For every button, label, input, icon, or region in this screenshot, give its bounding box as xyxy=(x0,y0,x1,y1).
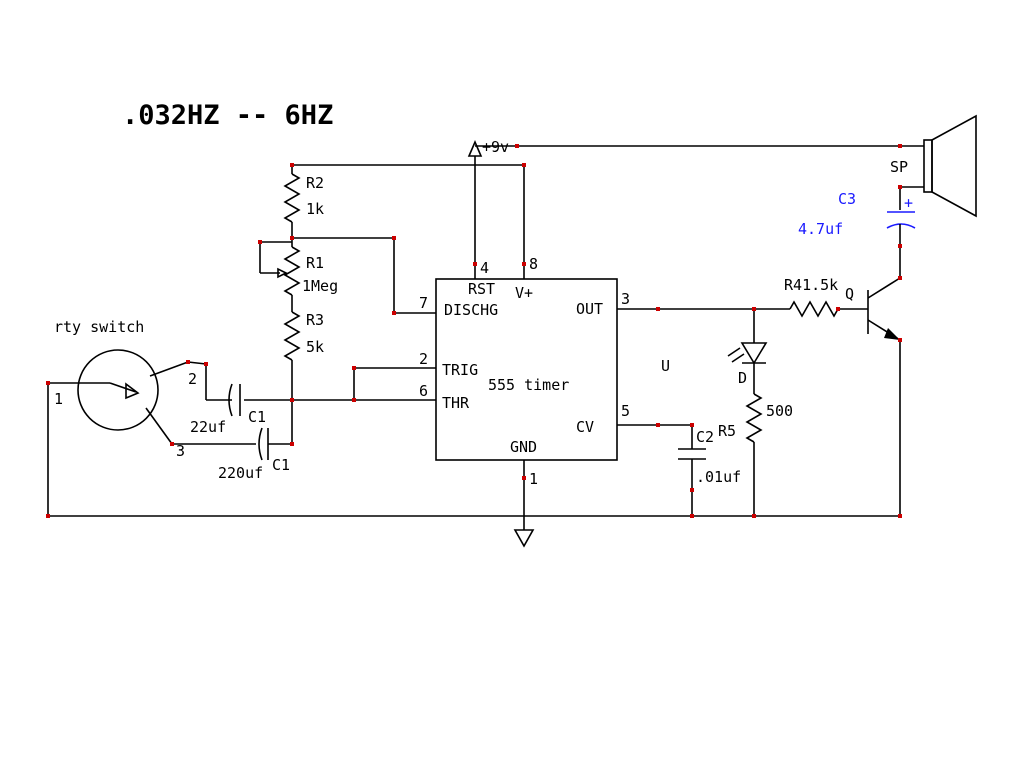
pin-dischg: DISCHG xyxy=(444,301,498,319)
pin-thr: THR xyxy=(442,394,470,412)
capacitor-c1-22uf: 22uf C1 xyxy=(190,364,266,436)
c2-ref: C2 xyxy=(696,428,714,446)
node xyxy=(656,423,660,427)
switch-pin2: 2 xyxy=(188,370,197,388)
resistor-r3: R3 5k xyxy=(283,305,324,444)
node xyxy=(204,362,208,366)
r3-value: 5k xyxy=(306,338,324,356)
ic-555-timer: 4 8 RST V+ 7 DISCHG 2 TRIG 555 timer 6 T… xyxy=(419,255,670,488)
capacitor-c1-220uf: 220uf C1 xyxy=(172,427,292,482)
node xyxy=(752,307,756,311)
node xyxy=(836,307,840,311)
r1-ref: R1 xyxy=(306,254,324,272)
pin5-number: 5 xyxy=(621,402,630,420)
r4-ref: R4 xyxy=(784,276,802,294)
c3-value: 4.7uf xyxy=(798,220,843,238)
node xyxy=(290,236,294,240)
pin6-number: 6 xyxy=(419,382,428,400)
switch-pin1: 1 xyxy=(54,390,63,408)
c2-value: .01uf xyxy=(696,468,741,486)
junction-nodes xyxy=(46,144,902,518)
pin1-number: 1 xyxy=(529,470,538,488)
sp-ref: SP xyxy=(890,158,908,176)
node xyxy=(473,262,477,266)
node xyxy=(522,476,526,480)
transistor-q: Q xyxy=(845,246,901,516)
c3-ref: C3 xyxy=(838,190,856,208)
node xyxy=(522,163,526,167)
pin7-number: 7 xyxy=(419,294,428,312)
ic-name: 555 timer xyxy=(488,376,569,394)
c3-polarity-icon: + xyxy=(904,194,913,212)
r2-value: 1k xyxy=(306,200,324,218)
node xyxy=(898,514,902,518)
node xyxy=(898,244,902,248)
node xyxy=(392,236,396,240)
node xyxy=(290,398,294,402)
node xyxy=(690,514,694,518)
switch-label: rty switch xyxy=(54,318,144,336)
r2-ref: R2 xyxy=(306,174,324,192)
speaker-sp: SP xyxy=(890,114,977,218)
r5-ref: R5 xyxy=(718,422,736,440)
node xyxy=(752,514,756,518)
pin-trig: TRIG xyxy=(442,361,478,379)
c1b-ref: C1 xyxy=(272,456,290,474)
resistor-r4: R41.5k xyxy=(784,276,868,318)
d-ref: D xyxy=(738,369,747,387)
switch-pin3: 3 xyxy=(176,442,185,460)
resistor-r2: R2 1k xyxy=(283,165,324,238)
node xyxy=(170,442,174,446)
pin3-number: 3 xyxy=(621,290,630,308)
node xyxy=(186,360,190,364)
pin2-number: 2 xyxy=(419,350,428,368)
c1a-value: 22uf xyxy=(190,418,226,436)
r4-label: R41.5k xyxy=(784,276,838,294)
q-ref: Q xyxy=(845,285,854,303)
led-d: D xyxy=(727,309,768,394)
node xyxy=(690,423,694,427)
node xyxy=(898,185,902,189)
rotary-switch[interactable]: rty switch 1 2 3 xyxy=(48,318,207,460)
pin-cv: CV xyxy=(576,418,594,436)
node xyxy=(898,144,902,148)
title: .032HZ -- 6HZ xyxy=(122,100,333,131)
node xyxy=(46,514,50,518)
pin-rst: RST xyxy=(468,280,495,298)
node xyxy=(290,163,294,167)
node xyxy=(656,307,660,311)
node xyxy=(522,262,526,266)
node xyxy=(898,338,902,342)
node xyxy=(352,398,356,402)
pin8-number: 8 xyxy=(529,255,538,273)
r1-value: 1Meg xyxy=(302,277,338,295)
c1a-ref: C1 xyxy=(248,408,266,426)
ground-symbol xyxy=(513,460,535,548)
capacitor-c2: C2 .01uf xyxy=(617,424,741,516)
supply-9v: +9v xyxy=(467,138,900,279)
node xyxy=(290,442,294,446)
r3-ref: R3 xyxy=(306,311,324,329)
pin-vplus: V+ xyxy=(515,284,533,302)
ic-ref: U xyxy=(661,357,670,375)
r4-value: 1.5k xyxy=(802,276,838,294)
node xyxy=(690,488,694,492)
resistor-r5: 500 R5 xyxy=(718,393,793,516)
node xyxy=(352,366,356,370)
supply-label: +9v xyxy=(482,138,509,156)
node xyxy=(258,240,262,244)
node xyxy=(515,144,519,148)
c1b-value: 220uf xyxy=(218,464,263,482)
r5-value: 500 xyxy=(766,402,793,420)
pin-out: OUT xyxy=(576,300,603,318)
node xyxy=(46,381,50,385)
pin4-number: 4 xyxy=(480,259,489,277)
capacitor-c3: + C3 4.7uf xyxy=(798,187,916,246)
pin-gnd: GND xyxy=(510,438,537,456)
node xyxy=(898,276,902,280)
potentiometer-r1: R1 1Meg xyxy=(259,238,338,305)
node xyxy=(392,311,396,315)
